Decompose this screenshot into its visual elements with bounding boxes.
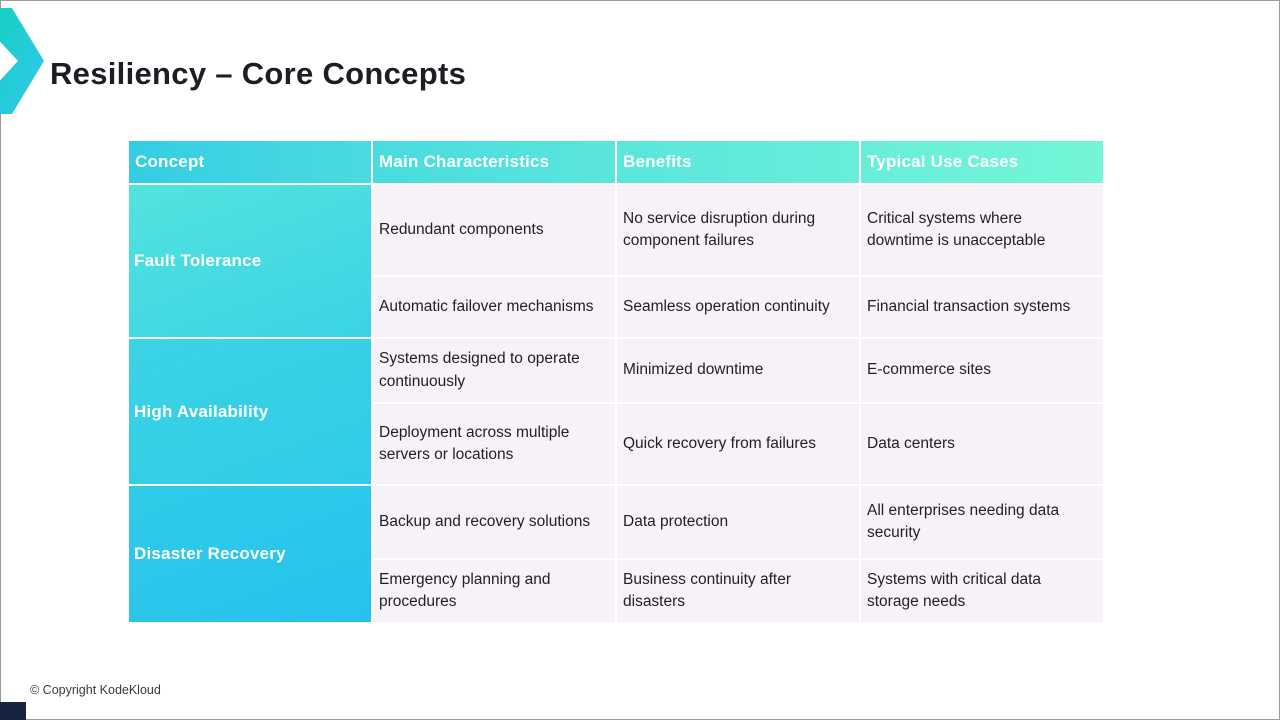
column-header-benefits: Benefits — [617, 141, 859, 183]
cell-use-cases: Critical systems where downtime is unacc… — [861, 185, 1103, 275]
cell-benefits: Minimized downtime — [617, 339, 859, 402]
cell-benefits: Quick recovery from failures — [617, 404, 859, 484]
cell-characteristics: Emergency planning and procedures — [373, 560, 615, 622]
cell-use-cases: E-commerce sites — [861, 339, 1103, 402]
concept-high-availability: High Availability — [129, 339, 371, 484]
cell-benefits: Seamless operation continuity — [617, 277, 859, 337]
page-title: Resiliency – Core Concepts — [50, 56, 467, 91]
cell-benefits: No service disruption during component f… — [617, 185, 859, 275]
cell-characteristics: Automatic failover mechanisms — [373, 277, 615, 337]
cell-characteristics: Deployment across multiple servers or lo… — [373, 404, 615, 484]
concept-disaster-recovery: Disaster Recovery — [129, 486, 371, 622]
column-header-typical-use-cases: Typical Use Cases — [861, 141, 1103, 183]
cell-use-cases: Systems with critical data storage needs — [861, 560, 1103, 622]
cell-characteristics: Systems designed to operate continuously — [373, 339, 615, 402]
table-row: High Availability Systems designed to op… — [129, 339, 1103, 484]
table-row: Emergency planning and procedures Busine… — [129, 560, 1103, 622]
table-header-row: Concept Main Characteristics Benefits Ty… — [129, 141, 1103, 183]
table-row: Disaster Recovery Backup and recovery so… — [129, 486, 1103, 622]
table-row: Automatic failover mechanisms Seamless o… — [129, 277, 1103, 337]
cell-use-cases: All enterprises needing data security — [861, 486, 1103, 558]
column-header-concept: Concept — [129, 141, 371, 183]
table-row: Deployment across multiple servers or lo… — [129, 404, 1103, 484]
table-row: Fault Tolerance Redundant components No … — [129, 185, 1103, 337]
column-header-main-characteristics: Main Characteristics — [373, 141, 615, 183]
cell-use-cases: Financial transaction systems — [861, 277, 1103, 337]
cell-characteristics: Backup and recovery solutions — [373, 486, 615, 558]
cell-characteristics: Redundant components — [373, 185, 615, 275]
cell-benefits: Business continuity after disasters — [617, 560, 859, 622]
cell-benefits: Data protection — [617, 486, 859, 558]
kodekloud-logo-icon — [0, 8, 44, 114]
cell-use-cases: Data centers — [861, 404, 1103, 484]
core-concepts-table: Concept Main Characteristics Benefits Ty… — [127, 139, 1107, 624]
corner-accent — [0, 702, 26, 720]
copyright-text: © Copyright KodeKloud — [30, 683, 161, 697]
concept-fault-tolerance: Fault Tolerance — [129, 185, 371, 337]
